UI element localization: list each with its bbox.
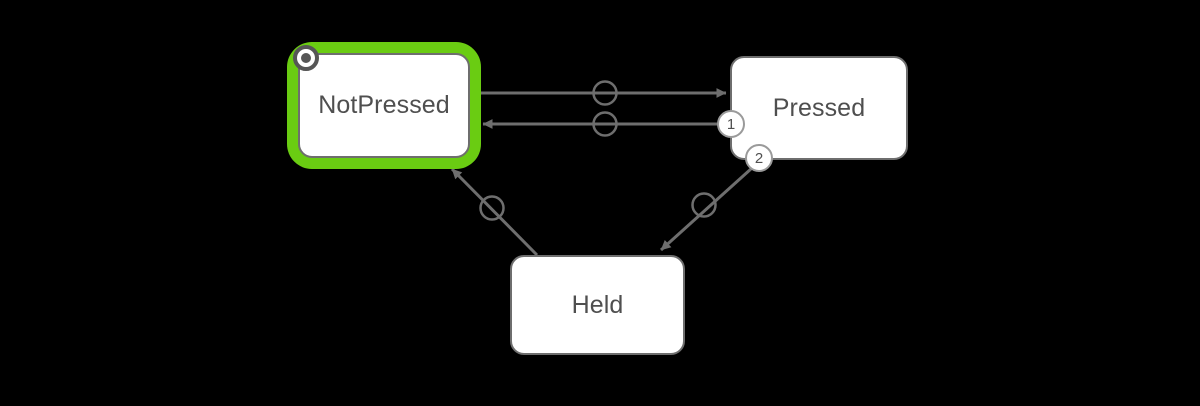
transition-badge-1[interactable]: 1: [717, 110, 745, 138]
transition-marker-circle[interactable]: [592, 111, 618, 137]
transition-notpressed-to-pressed[interactable]: [481, 80, 727, 106]
state-node-held[interactable]: Held: [510, 255, 685, 355]
state-node-pressed[interactable]: Pressed: [730, 56, 908, 160]
transition-pressed-to-notpressed[interactable]: [482, 111, 722, 137]
transition-badge-2-label: 2: [754, 149, 764, 167]
transition-marker-circle[interactable]: [691, 192, 717, 218]
state-label-held: Held: [571, 290, 624, 319]
transition-held-to-notpressed[interactable]: [450, 167, 539, 257]
transition-marker-circle[interactable]: [592, 80, 618, 106]
transition-marker-circle[interactable]: [479, 195, 505, 221]
state-node-not-pressed[interactable]: NotPressed: [298, 53, 470, 158]
initial-state-marker: [293, 45, 319, 71]
transition-line: [659, 166, 754, 252]
transition-line: [450, 167, 539, 257]
initial-state-ring: [297, 49, 315, 67]
state-label-not-pressed: NotPressed: [318, 91, 450, 119]
transition-badge-1-label: 1: [726, 115, 736, 133]
transition-pressed-to-held[interactable]: [659, 166, 754, 252]
state-label-pressed: Pressed: [772, 93, 866, 122]
transition-badge-2[interactable]: 2: [745, 144, 773, 172]
